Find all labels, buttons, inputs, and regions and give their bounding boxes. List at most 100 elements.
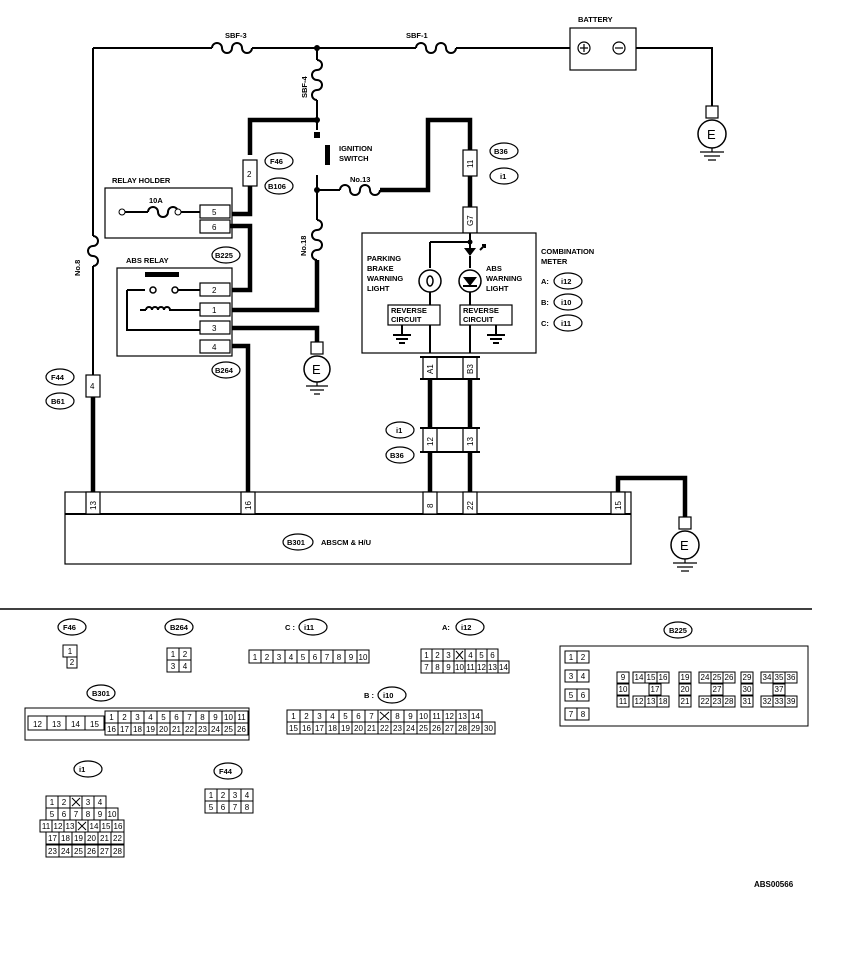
view-b225-row1: 9 — [616, 671, 630, 684]
view-b225-row1: 15 — [644, 671, 658, 684]
connector-pin: 21 — [100, 834, 109, 843]
svg-text:B264: B264 — [170, 623, 189, 632]
connector-pin: 27 — [100, 847, 109, 856]
connector-pin: 13 — [66, 822, 75, 831]
connector-pin: 9 — [621, 673, 626, 682]
connector-pin: 10 — [108, 810, 117, 819]
ground-battery: E — [697, 105, 727, 161]
ground-relay: E — [303, 341, 331, 395]
svg-text:12: 12 — [426, 437, 435, 446]
connector-pin: 18 — [659, 697, 668, 706]
meter-abscm-wires — [427, 452, 473, 492]
connector-pin: 26 — [87, 847, 96, 856]
connector-pin: 14 — [90, 822, 99, 831]
view-i11-label: C :i11 — [285, 618, 328, 636]
view-b225-row2: 30 — [740, 683, 754, 696]
connector-pin: 23 — [393, 724, 402, 733]
connector-pin: 2 — [62, 798, 67, 807]
svg-text:PARKING: PARKING — [367, 254, 401, 263]
connector-pin: 11 — [466, 663, 475, 672]
svg-text:LIGHT: LIGHT — [367, 284, 390, 293]
connector-pin: 33 — [775, 697, 784, 706]
svg-text:3: 3 — [212, 324, 217, 333]
svg-text:No.18: No.18 — [299, 236, 308, 256]
connector-b264-ref: B264 — [211, 361, 241, 379]
battery: BATTERY — [569, 15, 637, 71]
view-f44-label: F44 — [213, 762, 243, 780]
connector-pin: 16 — [114, 822, 123, 831]
sbf3-label: SBF-3 — [225, 31, 247, 40]
connector-pin: 12 — [477, 663, 486, 672]
connector-pin: 1 — [68, 647, 73, 656]
svg-text:2: 2 — [212, 286, 217, 295]
connector-pin: 19 — [146, 725, 155, 734]
connector-pin: 18 — [133, 725, 142, 734]
connector-pin: 3 — [135, 713, 140, 722]
connector-pin: 13 — [488, 663, 497, 672]
connector-pin: 8 — [337, 653, 342, 662]
connector-pin: 28 — [458, 724, 467, 733]
sbf1-label: SBF-1 — [406, 31, 428, 40]
view-b225-row3: 28 — [722, 695, 736, 708]
svg-text:i12: i12 — [561, 277, 571, 286]
connector-pin: 1 — [253, 653, 258, 662]
connector-pin: 11 — [432, 712, 441, 721]
connector-pin: 35 — [775, 673, 784, 682]
view-b225-row2: 10 — [616, 683, 630, 696]
connector-pin: 1 — [209, 791, 214, 800]
connector-pin: 4 — [330, 712, 335, 721]
connector-a1-b3: A1 B3 — [420, 356, 480, 380]
connector-pin: 2 — [122, 713, 127, 722]
connector-pin: 5 — [209, 803, 214, 812]
connector-pin: 27 — [445, 724, 454, 733]
connector-pin: 2 — [221, 791, 226, 800]
svg-text:4: 4 — [212, 343, 217, 352]
view-f46-pin1: 1 — [62, 644, 78, 658]
connector-pin: 19 — [341, 724, 350, 733]
svg-text:i10: i10 — [383, 691, 393, 700]
svg-text:SBF-4: SBF-4 — [300, 76, 309, 98]
svg-text:METER: METER — [541, 257, 568, 266]
svg-text:CIRCUIT: CIRCUIT — [391, 315, 422, 324]
connector-pin: 3 — [446, 651, 451, 660]
connector-pin: 13 — [647, 697, 656, 706]
connector-pin: 26 — [432, 724, 441, 733]
connector-pin: 2 — [265, 653, 270, 662]
relay-holder-abs-wire — [230, 223, 253, 293]
connector-pin: 3 — [233, 791, 238, 800]
svg-text:2: 2 — [247, 170, 252, 179]
connector-pin: 28 — [113, 847, 122, 856]
fuse-no18: No.18 — [299, 219, 323, 261]
connector-pin: 9 — [213, 713, 218, 722]
connector-pin: 17 — [48, 834, 57, 843]
connector-pin: 17 — [315, 724, 324, 733]
svg-text:i11: i11 — [561, 319, 571, 328]
connector-pin: 18 — [61, 834, 70, 843]
view-i1-label: i1 — [73, 760, 103, 778]
connector-pin: 8 — [435, 663, 440, 672]
no18-relay-wire — [232, 260, 320, 313]
connector-pin: 1 — [424, 651, 429, 660]
figure-id: ABS00566 — [754, 880, 794, 889]
connector-pin: 13 — [52, 720, 61, 729]
svg-text:No.13: No.13 — [350, 175, 370, 184]
ignition-f46-wire — [247, 117, 317, 155]
view-b225-row3: 11 — [616, 695, 630, 708]
view-b225-row2: 17 — [648, 683, 662, 696]
view-b225-row1: 25 — [710, 671, 724, 684]
fuse-sbf1: SBF-1 — [406, 31, 457, 54]
svg-text:13: 13 — [89, 501, 98, 510]
svg-text:E: E — [707, 127, 716, 142]
connector-pin: 5 — [479, 651, 484, 660]
svg-text:B61: B61 — [51, 397, 65, 406]
connector-pin: 21 — [681, 697, 690, 706]
view-b225-row3: 33 — [772, 695, 786, 708]
connector-pin: 31 — [743, 697, 752, 706]
connector-pin: 15 — [289, 724, 298, 733]
